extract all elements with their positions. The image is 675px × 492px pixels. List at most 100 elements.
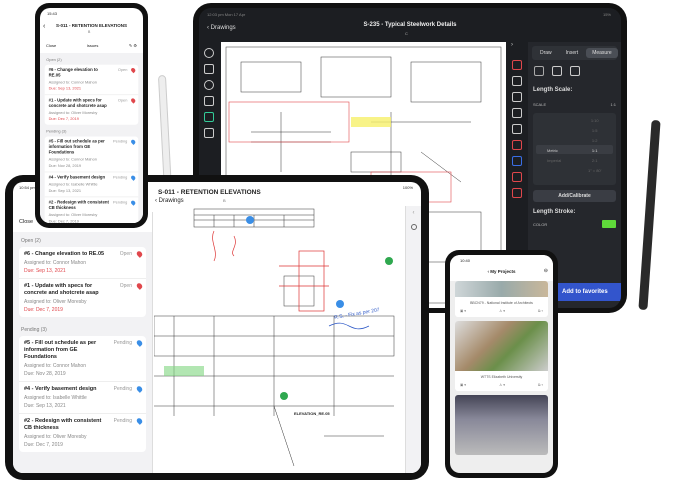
close-button[interactable]: Close [46,43,57,48]
scale-option[interactable]: 1:5 [591,128,598,133]
unit-metric[interactable]: Metric [547,148,558,153]
comment-icon[interactable] [204,80,214,90]
project-card[interactable]: BBCN79 - National Institute of Architect… [455,281,548,317]
phone-issues: 15:43 ‹ S-011 - RETENTION ELEVATIONS B C… [35,3,148,228]
add-calibrate-button[interactable]: Add/Calibrate [533,190,616,202]
unit-imperial[interactable]: Imperial [547,158,562,163]
issue-title: #2 - Redesign with consistent CB thickne… [24,418,102,431]
scale-option[interactable]: 2:1 [591,158,598,163]
color-swatch[interactable] [602,220,616,228]
issue-status: Open [119,283,132,289]
length-stroke-heading: Length Stroke: [533,209,576,215]
red-pen-icon[interactable] [512,140,522,150]
tab-insert[interactable]: Insert [565,50,579,56]
project-card[interactable]: WTTS Elizabeth University▣ ▾♙ ▾⧉ ▾ [455,321,548,391]
project-card[interactable] [455,395,548,455]
eraser-icon[interactable] [512,92,522,102]
pin-marker[interactable] [385,257,393,265]
panel-tabs: Draw Insert Measure [532,46,618,60]
revision-selector[interactable]: C [405,31,408,36]
info-icon[interactable] [204,48,214,58]
blue-pen-icon[interactable] [512,156,522,166]
issues-sidebar: Close Open (2) #6 - Change elevation to … [13,212,153,473]
status-time: 10:54 pm [19,185,36,190]
open-heading: Open (2) [21,238,41,244]
elevation-label: ELEVATION_RE.05 [294,411,330,416]
issue-item[interactable]: #4 - Verify basement design Assigned to:… [44,172,139,198]
retention-drawing [153,208,395,467]
scale-option[interactable]: 1:10 [590,118,599,123]
issue-item[interactable]: #5 - Fill out schedule as per informatio… [19,336,146,382]
issue-assignee: Assigned to: Oliver Moresby [24,299,87,305]
back-label: Drawings [158,198,184,204]
issue-due: Due: Sep 13, 2021 [48,86,82,92]
issue-assignee: Assigned to: Isabelle Whittle [24,395,87,401]
comment-box-icon[interactable] [512,172,522,182]
shapes-icon[interactable] [512,76,522,86]
issue-item[interactable]: #1 - Update with specs for concrete and … [45,95,139,125]
rectangle-icon[interactable] [512,188,522,198]
back-button[interactable]: ‹ Drawings [207,25,236,31]
back-button[interactable]: ‹ [43,23,46,30]
scale-picker[interactable]: 1:10 1:5 1:2 1:1 2:1 1" = 80' Metric Imp… [533,113,616,185]
color-label: COLOR [533,221,548,227]
issue-item[interactable]: #1 - Update with specs for concrete and … [19,279,146,317]
issue-item[interactable]: #2 - Redesign with consistent CB thickne… [45,197,139,223]
issue-item[interactable]: #6 - Change elevation to RE.05 Assigned … [19,247,146,279]
issue-title: #4 - Verify basement design [48,175,106,181]
settings-icon[interactable]: ⊖ [543,268,548,274]
issue-item[interactable]: #6 - Change elevation to RE.05 Assigned … [44,65,139,96]
issue-assignee: Assigned to: Connor Mahon [48,157,97,163]
revision-selector[interactable]: B [88,30,91,34]
back-button[interactable]: ‹ Drawings [155,198,184,204]
collapse-chevron[interactable]: ‹ [412,210,415,216]
shield-icon[interactable] [204,112,214,122]
issue-item[interactable]: #2 - Redesign with consistent CB thickne… [19,414,146,452]
issues-list: Close Issues ✎ ⚙ Open (2) #6 - Change el… [40,38,143,223]
layers-icon[interactable] [204,64,214,74]
status-time: 12:03 pm Mon 17 Apr [207,12,246,17]
issue-status: Open [117,67,128,73]
issue-due: Due: Nov 28, 2019 [24,371,66,377]
issue-item[interactable]: #5 - Fill out schedule as per informatio… [44,136,139,173]
back-label: Drawings [210,25,236,31]
stamp-icon[interactable] [204,96,214,106]
issue-title: #1 - Update with specs for concrete and … [24,283,99,296]
issues-label: Issues [86,43,99,48]
projects-title[interactable]: ‹ My Projects [487,269,516,274]
scale-option[interactable]: 1" = 80' [588,168,602,173]
issue-status: Pending [113,139,128,145]
scale-option-selected[interactable]: 1:1 [591,148,598,153]
phone-projects: 10:40 ‹ My Projects ⊖ BBCN79 - National … [445,250,558,478]
area-icon[interactable] [552,66,562,76]
edit-icon[interactable]: ✎ ⚙ [128,43,137,48]
tab-measure[interactable]: Measure [586,48,618,58]
issue-item[interactable]: #4 - Verify basement design Assigned to:… [19,382,146,414]
scale-option[interactable]: 1:2 [591,138,598,143]
drawing-canvas[interactable]: R.S. - Fix as per 207 ELEVATION_RE.05 [153,206,404,473]
issue-due: Due: Nov 28, 2019 [48,163,82,169]
projects-title-label: My Projects [490,269,516,274]
color-row[interactable]: COLOR [528,217,621,231]
issue-assignee: Assigned to: Connor Mahon [24,363,86,369]
issue-title: #1 - Update with specs for concrete and … [48,98,107,109]
pin-marker[interactable] [246,216,254,224]
count-icon[interactable] [570,66,580,76]
revision-selector[interactable]: B [223,198,226,203]
length-icon[interactable] [534,66,544,76]
pin-marker[interactable] [280,392,288,400]
drawing-title: S-011 - RETENTION ELEVATIONS [55,23,128,28]
location-pin-icon[interactable] [410,224,417,230]
measure-tool-icon[interactable] [512,60,522,70]
issue-title: #2 - Redesign with consistent CB thickne… [48,200,109,211]
projects-header: 10:40 ‹ My Projects ⊖ [450,255,553,281]
copy-icon[interactable] [512,108,522,118]
tab-draw[interactable]: Draw [540,50,552,56]
open-heading: Open (2) [46,57,62,63]
pin-marker[interactable] [336,300,344,308]
collapse-chevron[interactable]: › [511,42,513,48]
image-icon[interactable] [512,124,522,134]
open-issues: #6 - Change elevation to RE.05 Assigned … [44,64,139,125]
grid-icon[interactable] [204,128,214,138]
